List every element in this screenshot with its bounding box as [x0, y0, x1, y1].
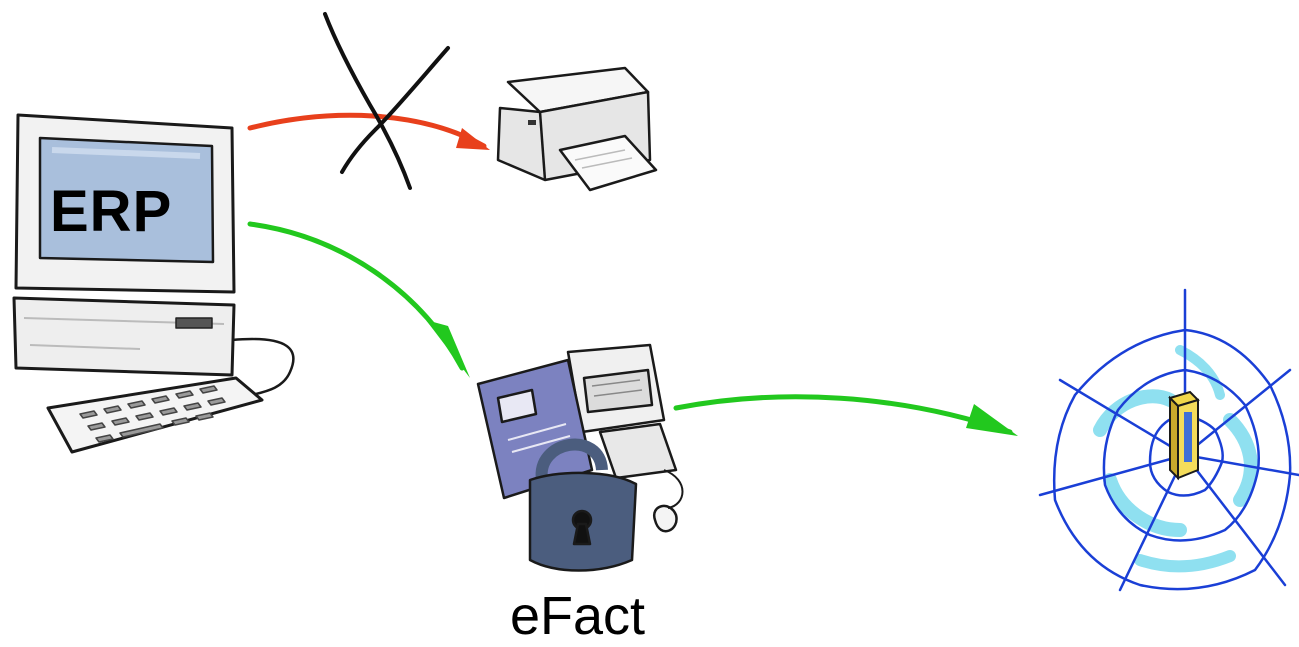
printer-icon	[496, 66, 658, 192]
efact-secure-server-icon	[476, 343, 684, 572]
erp-to-efact-arrow	[247, 221, 465, 371]
erp-label: ERP	[50, 179, 173, 244]
erp-to-efact-arrowhead	[426, 320, 470, 378]
erp-computer-icon	[12, 113, 295, 454]
spider-web-icon	[1038, 288, 1299, 592]
cross-out-icon	[323, 12, 450, 190]
efact-label: eFact	[510, 586, 646, 646]
efact-to-web-arrow	[673, 394, 1013, 435]
rejected-flow-arrowhead	[456, 128, 490, 150]
efact-to-web-arrowhead	[966, 404, 1018, 436]
rejected-flow-arrow	[247, 112, 487, 149]
